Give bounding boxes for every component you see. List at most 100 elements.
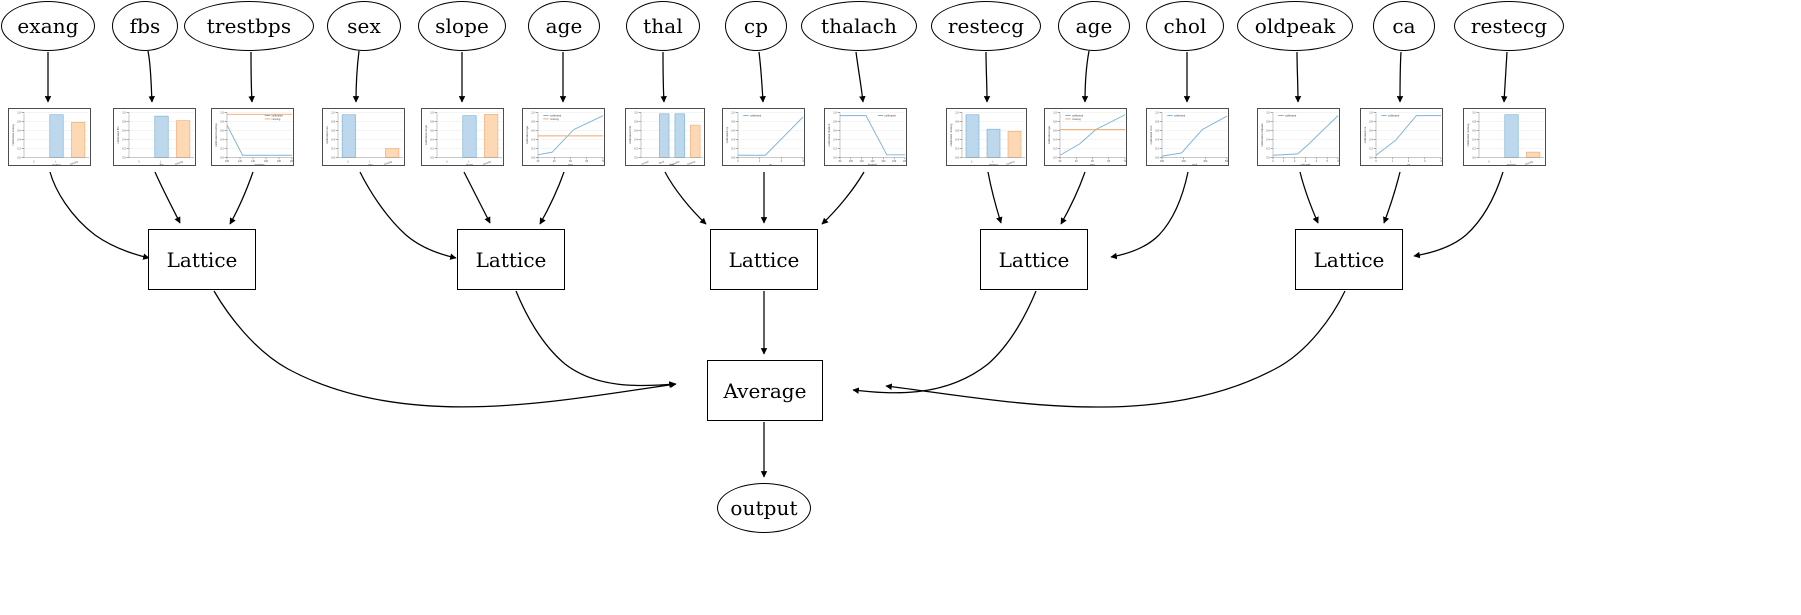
y-tick-label: 1.0 [17, 111, 21, 115]
y-tick-label: 1.0 [1053, 111, 1057, 115]
y-tick-label: 0.2 [1472, 147, 1476, 151]
aggregator-node-average[interactable]: Average [707, 360, 823, 421]
y-axis-label: calibrated restecg [949, 123, 953, 146]
y-tick-label: 0.8 [1472, 120, 1476, 124]
x-axis-label: ca [1407, 163, 1410, 166]
input-node-in-slope[interactable]: slope [418, 1, 506, 51]
x-tick-label: 180 [892, 160, 897, 163]
x-axis-label: chol [1192, 163, 1198, 166]
legend-label: calibrated [1072, 114, 1084, 118]
edge-in-thalach-to-cal-thalach [855, 51, 866, 103]
input-node-in-age-1[interactable]: age [528, 1, 600, 51]
input-node-in-ca[interactable]: ca [1373, 1, 1435, 51]
y-axis-label: calibrated cp [725, 126, 729, 143]
input-node-in-trestbps[interactable]: trestbps [184, 1, 314, 51]
input-node-in-cp[interactable]: cp [725, 1, 787, 51]
y-tick-label: 0.8 [1155, 120, 1159, 124]
x-tick-label: normal [641, 160, 650, 166]
input-node-in-fbs[interactable]: fbs [112, 1, 178, 51]
y-tick-label: 0.6 [955, 129, 959, 133]
x-tick-label: 3 [802, 160, 804, 163]
y-tick-label: 1.0 [331, 111, 335, 115]
x-tick-label: missing [70, 160, 80, 166]
x-tick-label: 60 [585, 160, 588, 163]
input-node-in-exang[interactable]: exang [1, 1, 95, 51]
bar [49, 114, 64, 158]
y-tick-label: 0.6 [531, 129, 535, 133]
legend-label: calibrated [1388, 114, 1400, 118]
y-tick-label: 0.8 [531, 120, 535, 124]
node-label: oldpeak [1254, 14, 1336, 38]
node-label: fbs [129, 14, 161, 38]
bar [385, 148, 400, 158]
input-node-in-restecg-2[interactable]: restecg [1454, 1, 1564, 51]
y-tick-label: 0.8 [331, 120, 335, 124]
y-tick-label: 0.2 [122, 147, 126, 151]
y-tick-label: 0.2 [731, 147, 735, 151]
series-line-calibrated [1272, 115, 1339, 156]
y-tick-label: 0.8 [634, 120, 638, 124]
lattice-node-lattice-5[interactable]: Lattice [1295, 229, 1403, 290]
x-tick-label: 100 [849, 160, 854, 163]
y-tick-label: 0.4 [1266, 138, 1270, 142]
y-tick-label: 0.8 [1266, 120, 1270, 124]
edge-cal-restecg-2-to-lattice-5 [1413, 171, 1504, 259]
x-tick-label: 160 [881, 160, 886, 163]
input-node-in-restecg-1[interactable]: restecg [931, 1, 1041, 51]
y-axis-label: calibrated age [525, 126, 529, 145]
edge-in-fbs-to-cal-fbs [147, 50, 155, 103]
output-node-output[interactable]: output [717, 483, 811, 533]
node-label: Lattice [728, 247, 800, 272]
x-tick-label: reversible [669, 160, 681, 166]
edge-cal-thalach-to-lattice-3 [821, 171, 865, 225]
y-tick-label: 0.2 [1266, 147, 1270, 151]
y-tick-label: 1.0 [1155, 111, 1159, 115]
x-tick-label: 2 [1408, 160, 1410, 163]
series-line-calibrated [840, 115, 905, 156]
x-tick-label: 1 [159, 160, 162, 164]
lattice-node-lattice-3[interactable]: Lattice [710, 229, 818, 290]
y-tick-label: 1.0 [1472, 111, 1476, 115]
x-tick-label: 140 [251, 160, 256, 163]
y-tick-label: 0.2 [17, 147, 21, 151]
node-label: thal [643, 14, 683, 38]
input-node-in-age-2[interactable]: age [1058, 1, 1130, 51]
x-tick-label: 60 [1107, 160, 1110, 163]
plot-background [1147, 109, 1228, 165]
bar [965, 114, 980, 158]
edge-cal-fbs-to-lattice-1 [154, 171, 181, 224]
input-node-in-chol[interactable]: chol [1146, 1, 1224, 51]
input-node-in-sex[interactable]: sex [327, 1, 401, 51]
lattice-node-lattice-4[interactable]: Lattice [980, 229, 1088, 290]
x-tick-label: 200 [1160, 160, 1165, 163]
input-node-in-thalach[interactable]: thalach [801, 1, 917, 51]
x-tick-label: 5 [1326, 160, 1328, 163]
x-axis-label: restecg [989, 163, 999, 166]
y-tick-label: 0.2 [1155, 147, 1159, 151]
series-line-calibrated [226, 124, 292, 156]
x-tick-label: 120 [860, 160, 865, 163]
input-node-in-oldpeak[interactable]: oldpeak [1237, 1, 1353, 51]
lattice-node-lattice-2[interactable]: Lattice [457, 229, 565, 290]
lattice-node-lattice-1[interactable]: Lattice [148, 229, 256, 290]
input-node-in-thal[interactable]: thal [626, 1, 700, 51]
